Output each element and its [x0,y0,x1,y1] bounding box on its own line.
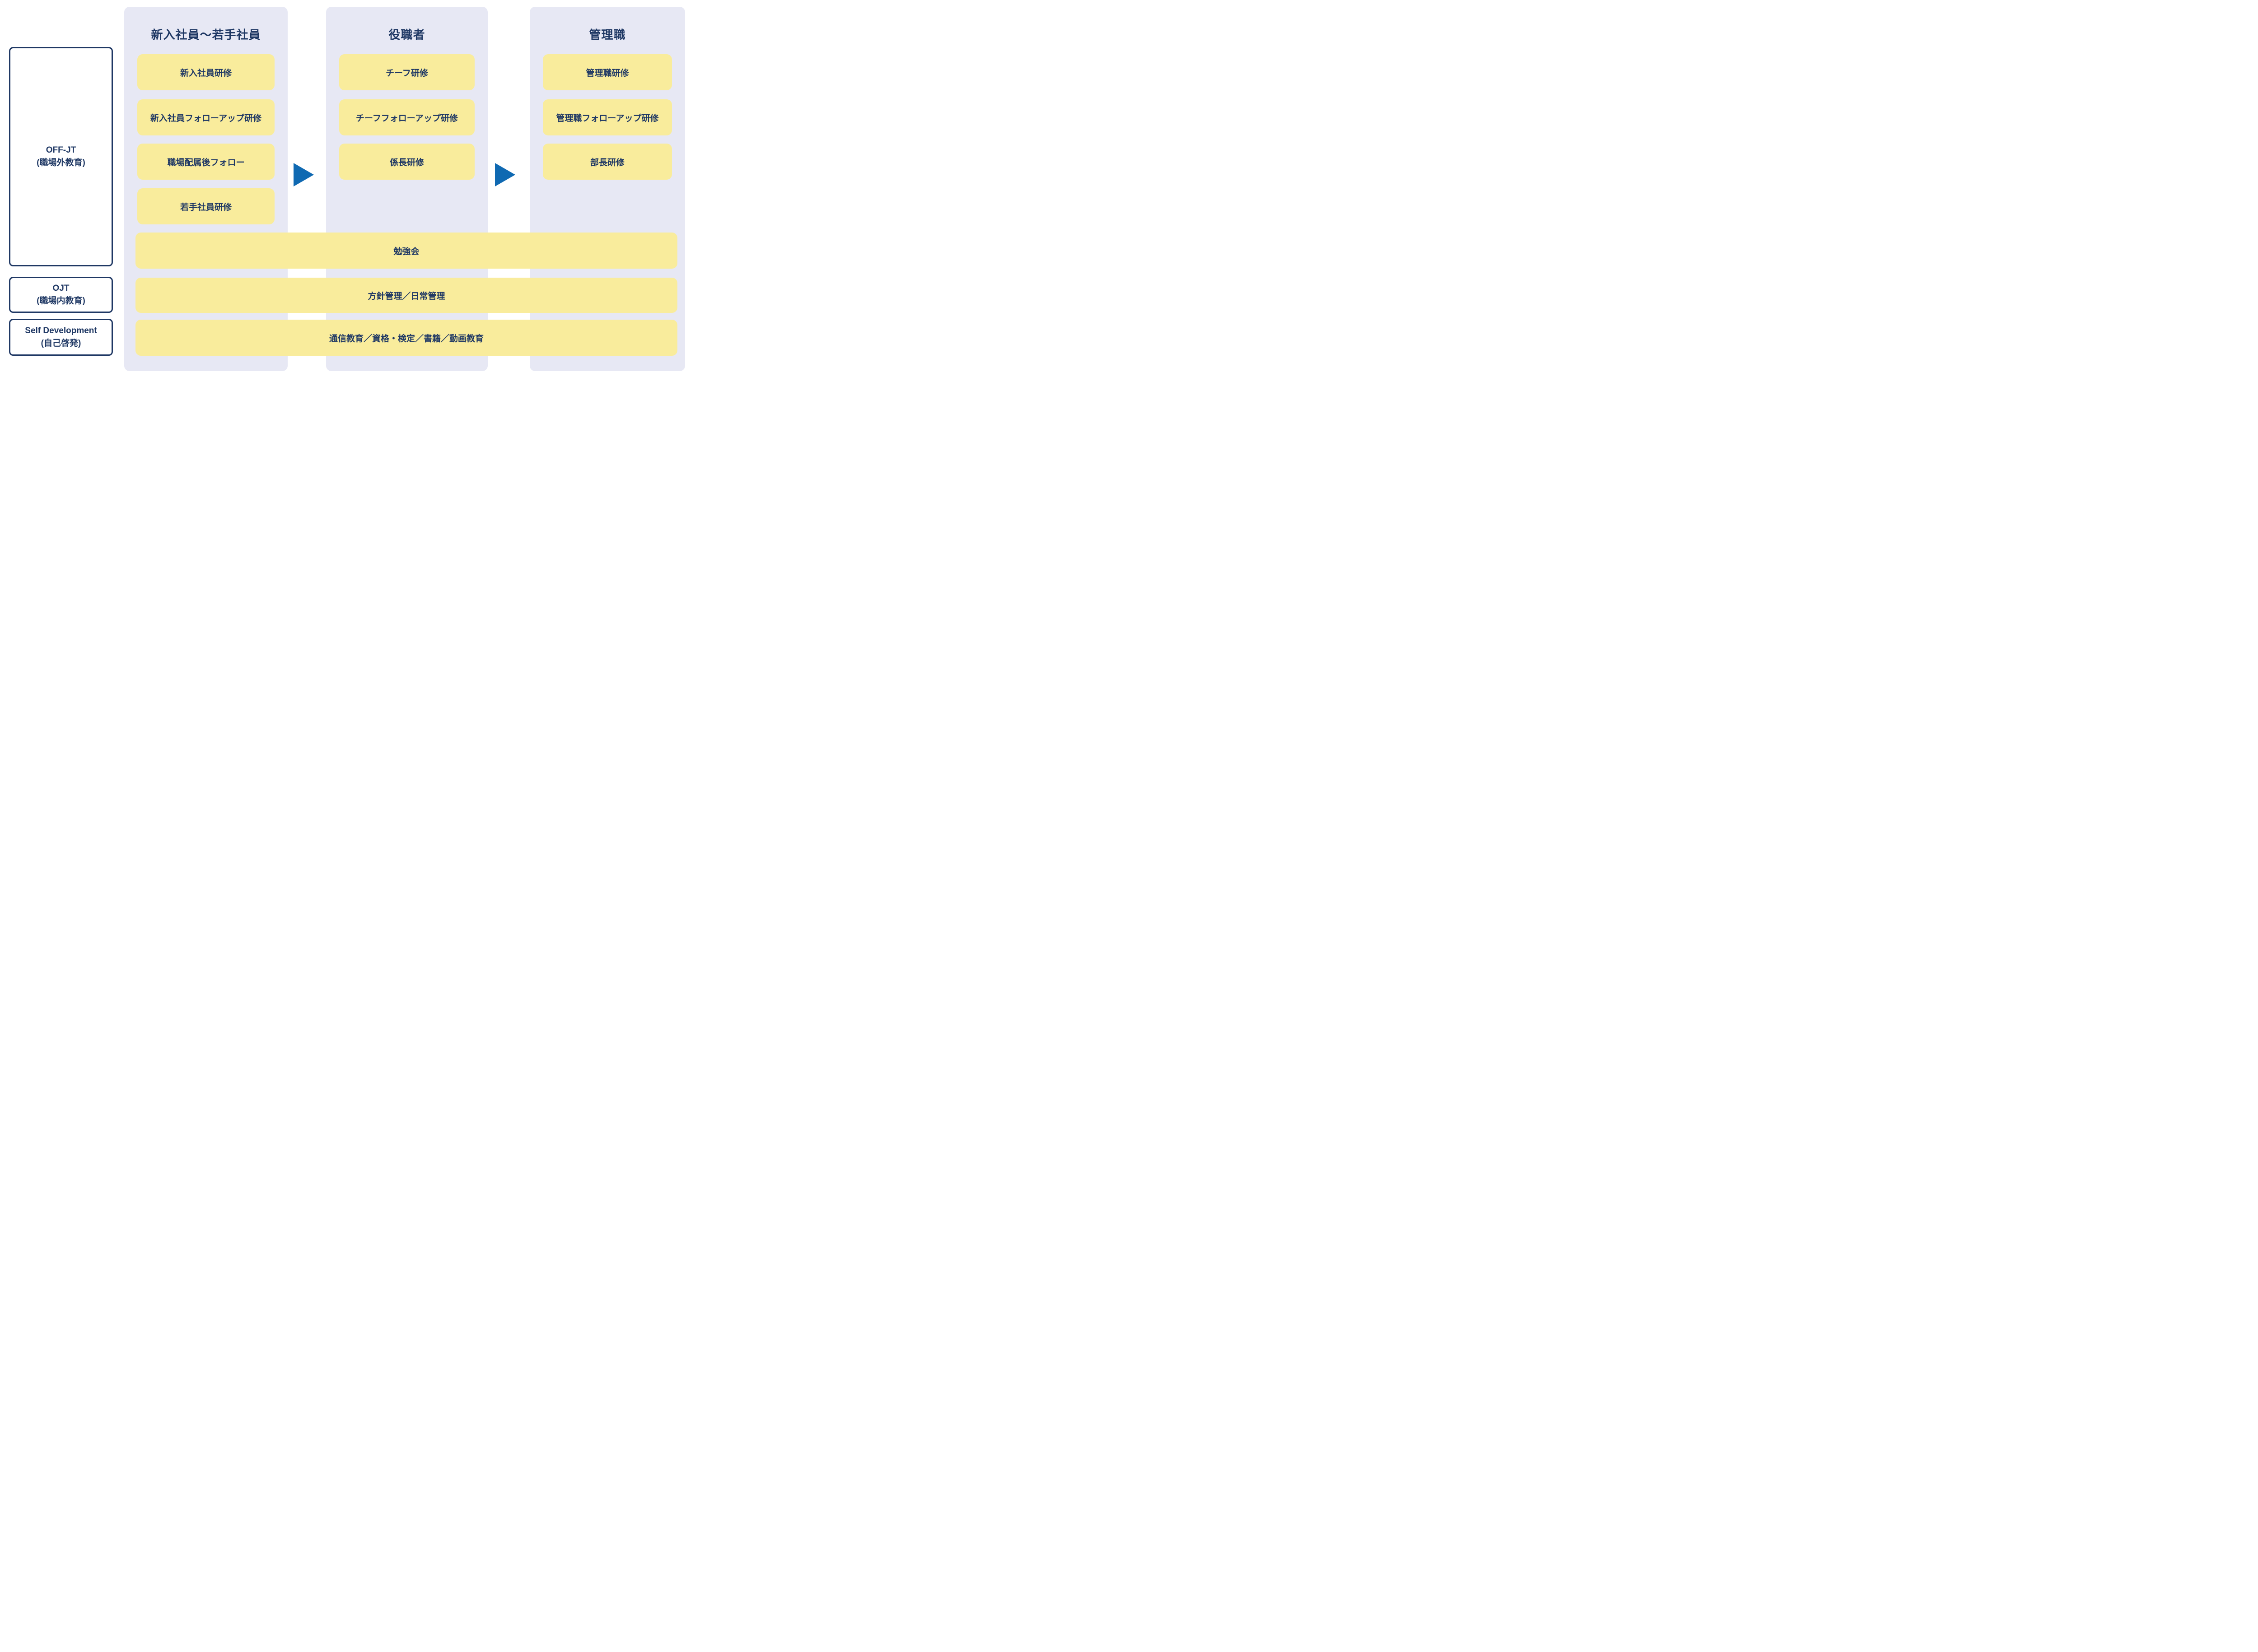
self-development-subtitle: (自己啓発) [41,339,81,348]
course-box-manager-training: 管理職研修 [543,54,672,90]
course-box-section-chief-training: 係長研修 [339,144,475,180]
column-header-managers: 管理職 [589,28,626,42]
training-program-diagram: OFF-JT (職場外教育) OJT (職場内教育) Self Developm… [0,0,698,383]
course-box-post-assignment-follow: 職場配属後フォロー [137,144,275,180]
spanning-bar-self-study-options: 通信教育／資格・検定／書籍／動画教育 [135,320,677,356]
column-panel-managers: 管理職 管理職研修 管理職フォローアップ研修 部長研修 [530,7,685,371]
course-box-new-employee-followup-training: 新入社員フォローアップ研修 [137,99,275,135]
course-box-new-employee-training: 新入社員研修 [137,54,275,90]
spanning-bar-policy-daily-management: 方針管理／日常管理 [135,278,677,313]
offjt-subtitle: (職場外教育) [37,158,85,168]
course-box-chief-followup-training: チーフフォローアップ研修 [339,99,475,135]
offjt-label-box: OFF-JT (職場外教育) [9,47,113,266]
self-development-label-box: Self Development (自己啓発) [9,319,113,356]
course-box-department-head-training: 部長研修 [543,144,672,180]
ojt-subtitle: (職場内教育) [37,296,85,306]
course-box-chief-training: チーフ研修 [339,54,475,90]
arrow-right-icon [294,163,314,186]
column-header-supervisors: 役職者 [388,28,425,42]
ojt-title: OJT [52,284,70,293]
column-panel-supervisors: 役職者 チーフ研修 チーフフォローアップ研修 係長研修 [326,7,488,371]
ojt-label-box: OJT (職場内教育) [9,277,113,313]
column-header-new-employees: 新入社員～若手社員 [151,28,261,42]
column-panel-new-employees: 新入社員～若手社員 新入社員研修 新入社員フォローアップ研修 職場配属後フォロー… [124,7,288,371]
self-development-title: Self Development [25,326,97,336]
course-box-manager-followup-training: 管理職フォローアップ研修 [543,99,672,135]
offjt-title: OFF-JT [46,145,76,155]
arrow-right-icon [495,163,515,186]
course-box-young-employee-training: 若手社員研修 [137,188,275,224]
spanning-bar-study-sessions: 勉強会 [135,233,677,269]
